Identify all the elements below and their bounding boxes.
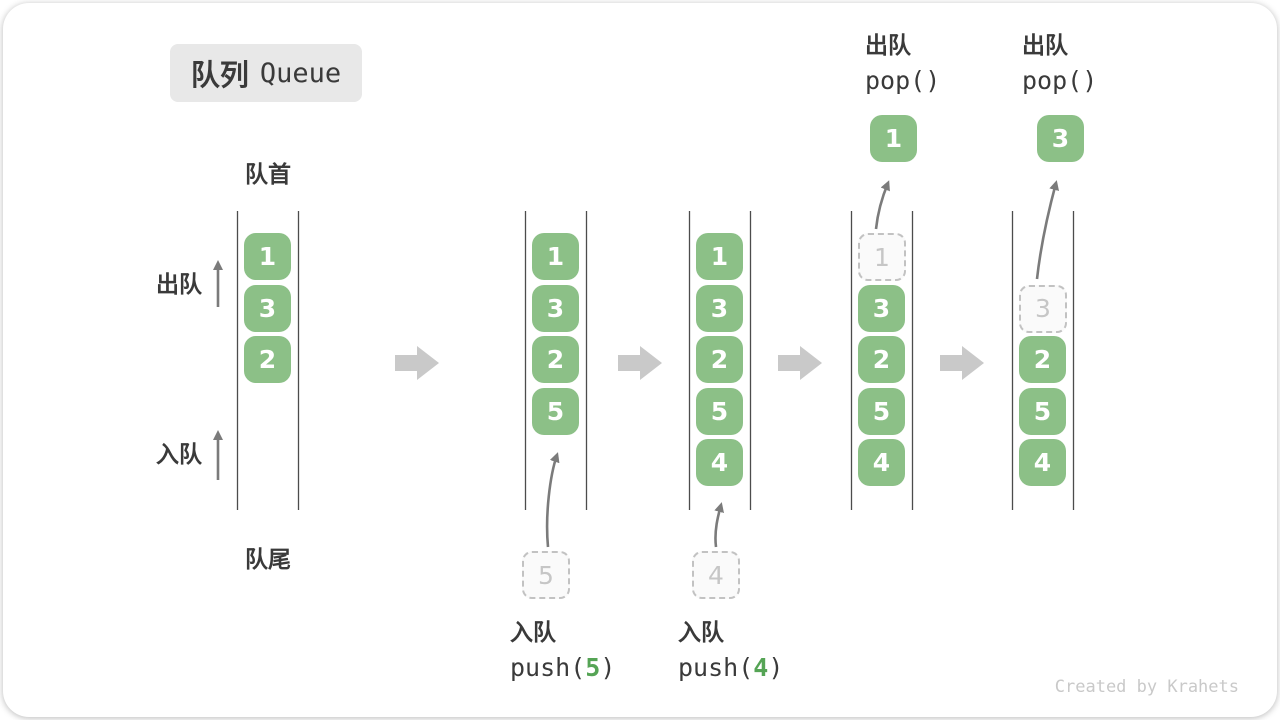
state-transition-arrows (395, 346, 984, 380)
push-5-code-arg: 5 (585, 653, 601, 682)
diagram-lines-layer (213, 180, 1075, 548)
pop-first-label-code: pop() (865, 66, 941, 95)
push-5-code-pre: push( (510, 653, 586, 682)
pop-3-arrow (1035, 180, 1060, 280)
push-4-code-post: ) (768, 653, 784, 682)
push-4-operation-label: 入队 push(4) (678, 618, 783, 684)
push-5-code-post: ) (600, 653, 616, 682)
watermark: Created by Krahets (1054, 677, 1239, 697)
enqueue-side-label: 入队 (156, 442, 202, 468)
transition-arrow-icon (778, 346, 822, 380)
dequeue-side-label: 出队 (156, 272, 202, 298)
pop-first-label-zh: 出队 (865, 33, 911, 59)
push-4-arrow (714, 502, 724, 548)
title-badge: 队列 Queue (170, 44, 362, 102)
pop-first-operation-label: 出队 pop() (865, 31, 940, 97)
queue-front-label: 队首 (245, 162, 291, 188)
push-5-label-code: push(5) (510, 651, 615, 684)
pop-second-label-zh: 出队 (1022, 33, 1068, 59)
pop-second-operation-label: 出队 pop() (1022, 31, 1097, 97)
title-en: Queue (259, 57, 342, 89)
push-4-label-zh: 入队 (678, 620, 724, 646)
push-5-operation-label: 入队 push(5) (510, 618, 615, 684)
push-4-label-code: push(4) (678, 651, 783, 684)
push-5-label-zh: 入队 (510, 620, 556, 646)
push-4-code-pre: push( (678, 653, 754, 682)
push-4-code-arg: 4 (753, 653, 769, 682)
figure-canvas: 队列 Queue 队首 队尾 出队 入队 出队 pop() 出队 pop() 入… (3, 3, 1277, 717)
title-zh: 队列 (190, 58, 249, 92)
queue-walls (236, 211, 1075, 510)
push-5-arrow (545, 452, 560, 548)
transition-arrow-icon (940, 346, 984, 380)
queue-rear-label: 队尾 (245, 547, 291, 573)
pop-1-arrow (874, 180, 890, 230)
transition-arrow-icon (618, 346, 662, 380)
pop-second-label-code: pop() (1022, 66, 1098, 95)
transition-arrow-icon (395, 346, 439, 380)
